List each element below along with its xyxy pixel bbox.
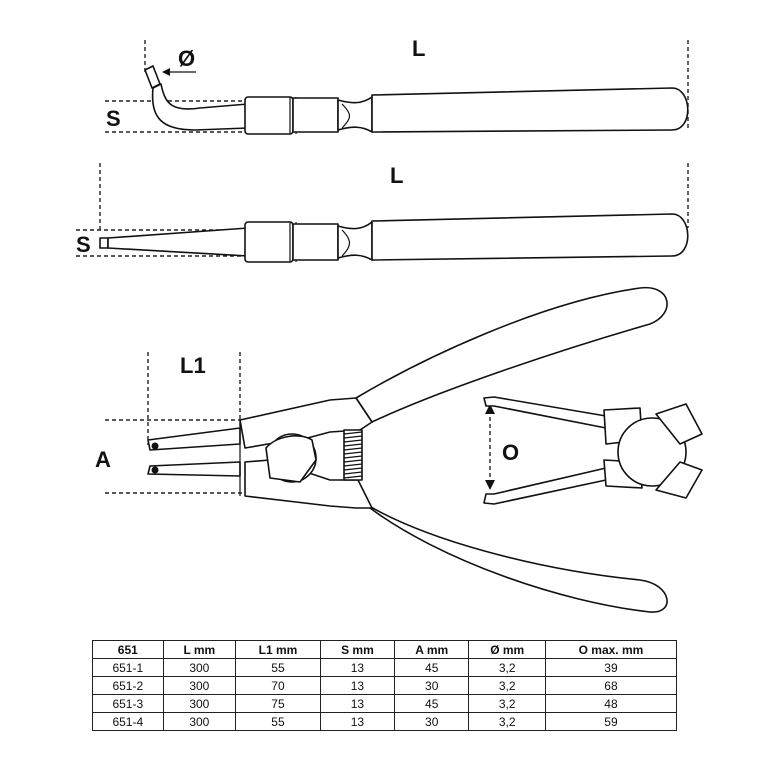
o-lower-tip <box>483 467 607 505</box>
spring-housing <box>343 429 363 481</box>
bent-jaw-block <box>244 96 294 135</box>
spring-coil <box>343 429 363 481</box>
table-cell: 45 <box>393 658 470 677</box>
spring-coil-turns <box>343 431 363 479</box>
lower-tip-point <box>151 466 159 474</box>
table-cell: 3,2 <box>468 694 546 713</box>
o-arrow-up <box>485 404 495 414</box>
table-cell: 651-2 <box>92 676 164 695</box>
tip-opening-detail: O <box>483 396 703 505</box>
a-label: A <box>95 447 111 472</box>
table-header-cell: O max. mm <box>544 640 678 659</box>
table-cell: 300 <box>162 694 237 713</box>
straight-tip-end <box>99 237 109 249</box>
table-cell: 45 <box>393 694 470 713</box>
straight-joint-block <box>292 223 339 261</box>
table-cell: 59 <box>544 712 678 731</box>
o-upper-tip <box>483 396 607 429</box>
specification-table: 651 L mm L1 mm S mm A mm Ø mm O max. mm … <box>92 640 678 731</box>
table-cell: 651-3 <box>92 694 164 713</box>
straight-s-label: S <box>76 232 91 257</box>
table-header-cell: Ø mm <box>468 640 546 659</box>
table-cell: 55 <box>235 712 321 731</box>
pivot-overlay <box>265 435 317 483</box>
l1-label: L1 <box>180 353 206 378</box>
table-cell: 30 <box>393 712 470 731</box>
table-cell: 13 <box>319 694 395 713</box>
table-cell: 3,2 <box>468 676 546 695</box>
table-row: 651-2 300 70 13 30 3,2 68 <box>92 676 678 695</box>
o-arrow-down <box>485 480 495 490</box>
table-header-cell: A mm <box>393 640 470 659</box>
table-cell: 300 <box>162 712 237 731</box>
table-cell: 55 <box>235 658 321 677</box>
bent-s-label: S <box>106 106 121 131</box>
table-cell: 68 <box>544 676 678 695</box>
table-cell: 48 <box>544 694 678 713</box>
table-row: 651-4 300 55 13 30 3,2 59 <box>92 712 678 731</box>
table-header-cell: L1 mm <box>235 640 321 659</box>
lower-tip <box>147 461 241 477</box>
bent-tip-end <box>144 65 161 89</box>
table-header-cell: L mm <box>162 640 237 659</box>
table-row: 651-3 300 75 13 45 3,2 48 <box>92 694 678 713</box>
table-cell: 39 <box>544 658 678 677</box>
table-cell: 651-1 <box>92 658 164 677</box>
straight-tip-shaft <box>107 227 249 257</box>
table-cell: 651-4 <box>92 712 164 731</box>
upper-handle-grip <box>355 286 668 423</box>
straight-jaw-block <box>244 221 294 263</box>
table-header-cell: 651 <box>92 640 164 659</box>
bent-tip-pliers-side-view: L S Ø <box>105 36 689 135</box>
straight-spring-curve <box>341 229 351 257</box>
bent-joint-block <box>292 97 339 133</box>
table-cell: 13 <box>319 658 395 677</box>
table-cell: 3,2 <box>468 658 546 677</box>
bent-spring-curve <box>341 103 351 129</box>
bent-diameter-arrowhead <box>162 68 170 76</box>
straight-tip-pliers-side-view: L S <box>76 163 689 263</box>
table-cell: 300 <box>162 676 237 695</box>
pliers-technical-drawing: L S Ø L S <box>76 36 703 613</box>
table-cell: 75 <box>235 694 321 713</box>
lower-handle-grip <box>355 497 668 613</box>
o-upper-handle-stub <box>655 403 703 445</box>
table-cell: 300 <box>162 658 237 677</box>
bent-length-label: L <box>412 36 425 61</box>
o-pivot-circle <box>617 417 687 487</box>
open-pliers-front-view: L1 A <box>95 286 668 613</box>
o-lower-handle-stub <box>655 461 703 499</box>
bent-diameter-label: Ø <box>178 46 195 71</box>
table-cell: 3,2 <box>468 712 546 731</box>
table-cell: 13 <box>319 712 395 731</box>
straight-length-label: L <box>390 163 403 188</box>
bent-tip-shaft <box>151 83 249 131</box>
straight-handle-grip <box>371 213 689 261</box>
table-header-cell: S mm <box>319 640 395 659</box>
bent-handle-grip <box>371 87 689 133</box>
o-label: O <box>502 440 519 465</box>
table-cell: 70 <box>235 676 321 695</box>
table-row: 651-1 300 55 13 45 3,2 39 <box>92 658 678 677</box>
upper-tip <box>147 427 241 451</box>
table-cell: 30 <box>393 676 470 695</box>
table-cell: 13 <box>319 676 395 695</box>
upper-tip-point <box>151 442 159 450</box>
table-header-row: 651 L mm L1 mm S mm A mm Ø mm O max. mm <box>92 640 678 659</box>
